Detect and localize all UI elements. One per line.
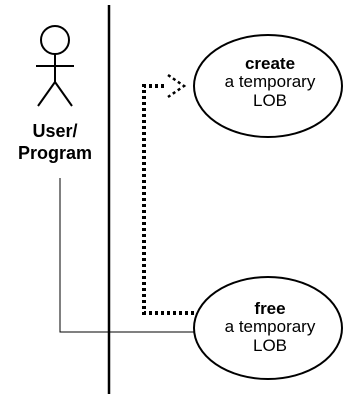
use-case-create-ellipse (193, 34, 343, 138)
use-case-free-line3: LOB (252, 336, 288, 355)
actor-label: User/ Program (0, 120, 110, 164)
use-case-free-line2: a temporary (224, 317, 316, 336)
use-case-free-verb: free (254, 299, 286, 318)
use-case-create-label: create a temporary LOB (200, 55, 340, 110)
actor-stick-figure (36, 25, 74, 107)
use-case-create-verb: create (244, 54, 296, 73)
association-line (59, 178, 194, 333)
actor-label-line2: Program (17, 143, 93, 163)
use-case-create-line3: LOB (252, 91, 288, 110)
use-case-free-label: free a temporary LOB (200, 300, 340, 355)
use-case-create-line2: a temporary (224, 72, 316, 91)
dependency-arrow (142, 84, 194, 315)
actor-label-line1: User/ (32, 121, 78, 141)
use-case-free-ellipse (193, 276, 343, 380)
arrowhead-icon (167, 73, 187, 99)
